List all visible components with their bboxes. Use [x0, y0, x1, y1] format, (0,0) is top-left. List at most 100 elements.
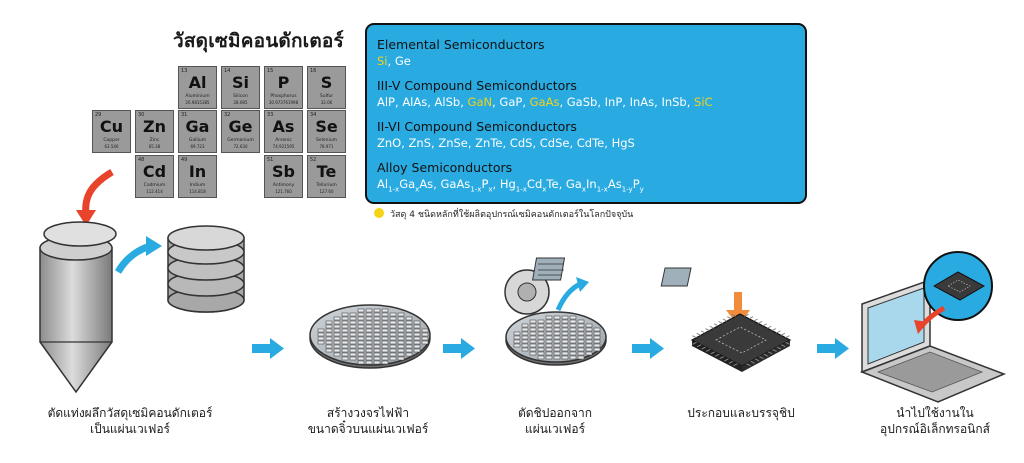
semiconductor-item: CdTe: [576, 136, 605, 150]
element-weight: 74.921595: [272, 144, 295, 149]
semiconductor-item: Ge: [394, 54, 411, 68]
legend: วัสดุ 4 ชนิดหลักที่ใช้ผลิตอุปกรณ์เซมิคอน…: [374, 207, 633, 221]
step-arrow-icon-3: [632, 338, 664, 359]
element-number: 31: [181, 112, 188, 118]
semiconductor-item: GaAs: [529, 95, 560, 109]
wafer-stack-icon: [167, 225, 245, 313]
legend-text: วัสดุ 4 ชนิดหลักที่ใช้ผลิตอุปกรณ์เซมิคอน…: [390, 210, 634, 220]
elemental-heading: Elemental Semiconductors: [377, 37, 545, 52]
semiconductor-item: ZnTe: [475, 136, 503, 150]
semiconductor-item: ZnSe: [438, 136, 468, 150]
element-symbol: Te: [316, 162, 337, 181]
element-number: 48: [138, 157, 145, 163]
iii-v-items: AlP, AlAs, AlSb, GaN, GaP, GaAs, GaSb, I…: [377, 95, 713, 109]
patterned-wafer-icon: [309, 304, 431, 369]
element-weight: 114.818: [189, 189, 206, 194]
laptop-icon: [859, 251, 1007, 403]
yellow-dot-icon: [374, 208, 384, 218]
semiconductor-item: CdS: [509, 136, 533, 150]
element-name: Gallium: [188, 138, 207, 143]
element-number: 15: [267, 68, 274, 74]
alloy-heading: Alloy Semiconductors: [377, 160, 513, 175]
semiconductor-item: InSb: [661, 95, 687, 109]
element-weight: 26.9815385: [185, 100, 210, 105]
step-arrow-icon-2: [443, 338, 475, 359]
semiconductor-item: GaxIn1-xAs1-yPy: [565, 177, 644, 194]
semiconductor-item: AlP: [377, 95, 395, 109]
element-name: Phosphorus: [270, 94, 297, 99]
chip-package-icon: [660, 267, 792, 372]
semiconductor-item: GaP: [499, 95, 523, 109]
step-caption-2: สร้างวงจรไฟฟ้าขนาดจิ๋วบนแผ่นเวเฟอร์: [307, 406, 429, 436]
element-weight: 121.760: [275, 189, 292, 194]
element-symbol: Zn: [143, 117, 166, 136]
element-name: Indium: [189, 183, 206, 188]
red-arrow-icon: [76, 168, 114, 226]
element-weight: 32.06: [320, 100, 333, 105]
element-name: Germanium: [227, 138, 254, 143]
element-symbol: Cd: [142, 162, 167, 181]
element-number: 34: [310, 112, 317, 118]
element-number: 16: [310, 68, 317, 74]
semiconductor-item: SiC: [694, 95, 713, 109]
step-caption-4: ประกอบและบรรจุชิป: [687, 406, 795, 420]
element-name: Tellurium: [316, 183, 337, 188]
element-name: Copper: [103, 138, 120, 143]
element-weight: 112.414: [146, 189, 163, 194]
element-number: 13: [181, 68, 188, 74]
element-weight: 28.085: [233, 100, 248, 105]
semiconductor-item: InP: [604, 95, 623, 109]
silicon-ingot-icon: [39, 221, 117, 394]
step-caption-1: ตัดแท่งผลึกวัสดุเซมิคอนดักเตอร์เป็นแผ่นเ…: [47, 406, 213, 436]
element-symbol: Ge: [228, 117, 253, 136]
semiconductor-item: GaAs1-xPx: [440, 177, 493, 194]
semiconductor-item: AlSb: [434, 95, 461, 109]
element-weight: 127.60: [319, 189, 334, 194]
semiconductor-categories-box: Elemental Semiconductors Si, Ge III-V Co…: [365, 23, 807, 204]
element-symbol: Al: [188, 73, 207, 92]
semiconductor-item: GaSb: [566, 95, 598, 109]
element-number: 52: [310, 157, 317, 163]
element-weight: 72.630: [233, 144, 248, 149]
step-arrow-icon-1: [252, 338, 284, 359]
semiconductor-item: CdSe: [539, 136, 570, 150]
step-caption-5: นำไปใช้งานในอุปกรณ์อิเล็กทรอนิกส์: [880, 406, 990, 436]
semiconductor-item: Al1-xGaxAs: [377, 177, 434, 194]
element-weight: 63.546: [104, 144, 119, 149]
semiconductor-item: ZnS: [408, 136, 431, 150]
element-number: 14: [224, 68, 231, 74]
element-number: 29: [95, 112, 102, 118]
semiconductor-item: AlAs: [402, 95, 428, 109]
alloy-items: Al1-xGaxAs, GaAs1-xPx, Hg1-xCdxTe, GaxIn…: [377, 177, 644, 194]
semiconductor-item: ZnO: [377, 136, 402, 150]
semiconductor-item: InAs: [629, 95, 655, 109]
element-weight: 69.723: [190, 144, 205, 149]
ii-vi-heading: II-VI Compound Semiconductors: [377, 119, 577, 134]
element-number: 51: [267, 157, 274, 163]
element-symbol: In: [188, 162, 207, 181]
element-name: Antimony: [272, 183, 295, 188]
element-name: Selenium: [316, 138, 337, 143]
element-symbol: As: [272, 117, 295, 136]
element-name: Cadmium: [143, 183, 166, 188]
element-symbol: P: [277, 73, 290, 92]
element-number: 49: [181, 157, 188, 163]
element-name: Arsenic: [275, 138, 292, 143]
blue-arrow-icon: [114, 236, 162, 274]
step-arrow-icon-4: [817, 338, 849, 359]
element-number: 32: [224, 112, 231, 118]
page-title: วัสดุเซมิคอนดักเตอร์: [173, 30, 344, 52]
iii-v-heading: III-V Compound Semiconductors: [377, 78, 577, 93]
element-name: Zinc: [149, 138, 160, 143]
element-name: Sulfur: [319, 94, 334, 99]
